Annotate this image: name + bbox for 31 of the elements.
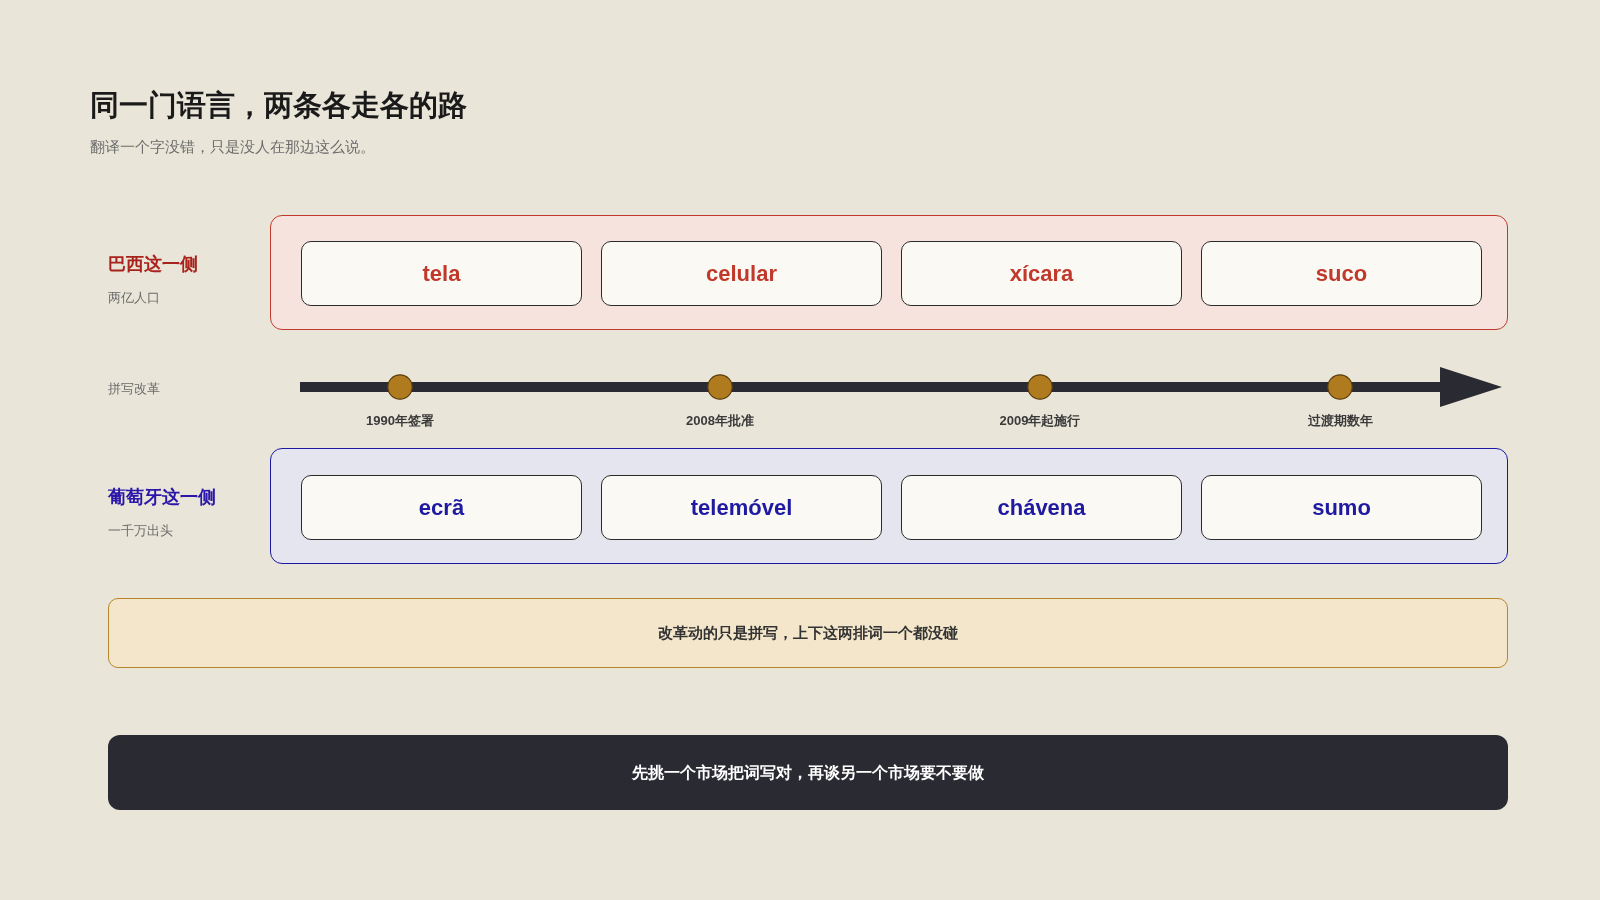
subtitle: 翻译一个字没错，只是没人在那边这么说。 [90,138,375,155]
note-text: 改革动的只是拼写，上下这两排词一个都没碰 [658,622,958,643]
conclusion-text: 先挑一个市场把词写对，再谈另一个市场要不要做 [632,762,984,783]
word-label: telemóvel [690,494,793,522]
conclusion-bar [108,735,1508,810]
word-label: xícara [1009,260,1074,288]
group-heading: 葡萄牙这一侧 [108,486,216,508]
word-card [1201,475,1482,540]
milestone-label: 1990年签署 [366,412,434,429]
word-label: ecrã [418,494,465,522]
word-label: sumo [1312,494,1371,522]
word-card [1201,241,1482,306]
milestone-label: 2008年批准 [686,412,754,429]
word-label: celular [706,260,777,288]
note-banner [108,598,1508,668]
word-label: tela [422,260,461,288]
word-card [901,475,1182,540]
word-card [601,475,882,540]
word-label: chávena [997,494,1086,522]
milestone-label: 过渡期数年 [1307,412,1373,429]
side-label: 拼写改革 [108,381,160,396]
side-label: 一千万出头 [108,523,173,538]
group-heading: 巴西这一侧 [108,253,198,275]
side-label: 两亿人口 [108,290,160,305]
milestone-label: 2009年起施行 [999,412,1081,429]
word-card [601,241,882,306]
word-card [901,241,1182,306]
word-label: suco [1315,260,1368,288]
word-card [301,475,582,540]
title: 同一门语言，两条各走各的路 [90,89,467,121]
word-card [301,241,582,306]
